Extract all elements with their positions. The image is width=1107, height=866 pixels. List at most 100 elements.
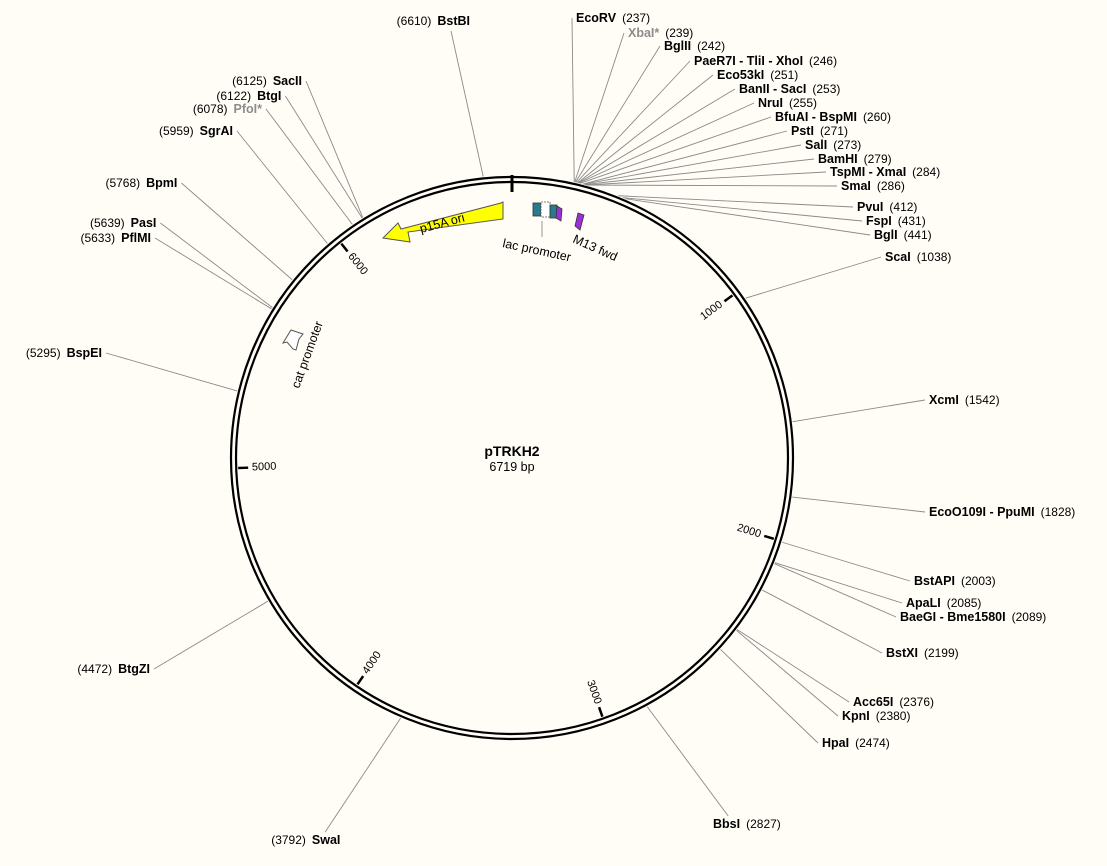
site-position: (5633) <box>80 231 115 245</box>
site-scai[interactable]: ScaI(1038) <box>885 250 951 264</box>
tick-mark-2000 <box>763 534 775 541</box>
site-hpai[interactable]: HpaI(2474) <box>822 736 890 750</box>
leader-ecorv <box>571 17 575 182</box>
site-sacii[interactable]: (6125)SacII <box>232 74 302 88</box>
site-position: (6078) <box>193 102 228 116</box>
leader-bpmi <box>181 182 293 281</box>
site-bbsi[interactable]: BbsI(2827) <box>713 817 781 831</box>
site-name: SacII <box>273 74 302 88</box>
cat-promoter-feature[interactable]: cat promoter <box>281 319 326 390</box>
site-position: (237) <box>622 11 650 25</box>
site-pvui[interactable]: PvuI (412) <box>857 200 917 214</box>
tick-label-1000: 1000 <box>698 299 725 323</box>
site-label-sacii: (6125)SacII <box>232 74 302 88</box>
p15a-ori-feature[interactable]: p15A ori <box>381 201 504 243</box>
m13-fwd-arrow[interactable] <box>574 212 585 231</box>
site-position: (5768) <box>105 176 140 190</box>
site-position: (2089) <box>1012 610 1047 624</box>
site-ecorv[interactable]: EcoRV(237) <box>576 11 650 25</box>
leader-pvui <box>618 195 854 208</box>
site-bpmi[interactable]: (5768)BpmI <box>105 176 177 190</box>
site-bamhi[interactable]: BamHI(279) <box>818 152 892 166</box>
site-pasi[interactable]: (5639)PasI <box>90 216 156 230</box>
site-paer7i-tlii-xhoi[interactable]: PaeR7I - TliI - XhoI(246) <box>694 54 837 68</box>
site-sali[interactable]: SalI(273) <box>805 138 861 152</box>
site-tspmi-xmai[interactable]: TspMI - XmaI(284) <box>830 165 940 179</box>
site-sgrai[interactable]: (5959)SgrAI <box>159 124 233 138</box>
site-label-eco53ki: Eco53kI(251) <box>717 68 798 82</box>
tick-mark-6000 <box>340 242 349 253</box>
site-bglii[interactable]: BglII(242) <box>664 39 725 53</box>
site-swai[interactable]: (3792)SwaI <box>271 833 340 847</box>
p15a-ori-arrow[interactable] <box>381 201 504 243</box>
site-position: (286) <box>877 179 905 193</box>
site-apali[interactable]: ApaLI(2085) <box>906 596 981 610</box>
site-name: Acc65I <box>853 695 893 709</box>
site-position: (2380) <box>876 709 911 723</box>
lac-operator-box <box>532 202 542 217</box>
site-bstxi[interactable]: BstXI(2199) <box>886 646 959 660</box>
site-position: (251) <box>770 68 798 82</box>
site-kpni[interactable]: KpnI(2380) <box>842 709 910 723</box>
site-acc65i[interactable]: Acc65I(2376) <box>853 695 934 709</box>
site-xbai[interactable]: XbaI*(239) <box>628 26 693 40</box>
site-name: BtgI <box>257 89 281 103</box>
leader-ecoo109i-ppumi <box>792 496 926 513</box>
site-position: (412) <box>889 200 917 214</box>
site-baegi-bme1580i[interactable]: BaeGI - Bme1580I(2089) <box>900 610 1046 624</box>
lac-arrow-marker <box>555 205 563 222</box>
site-bstapi[interactable]: BstAPI(2003) <box>914 574 996 588</box>
site-label-kpni: KpnI(2380) <box>842 709 910 723</box>
leader-hpai <box>720 649 819 744</box>
lac-promoter-label: lac promoter <box>501 236 572 264</box>
leader-pfoi <box>265 108 353 225</box>
leader-smai <box>586 184 838 187</box>
site-nrui[interactable]: NruI(255) <box>758 96 817 110</box>
site-position: (4472) <box>77 662 112 676</box>
site-xcmi[interactable]: XcmI(1542) <box>929 393 1000 407</box>
site-name: SalI <box>805 138 827 152</box>
site-btgi[interactable]: (6122)BtgI <box>216 89 281 103</box>
leader-pasi <box>160 222 273 308</box>
tick-label-5000: 5000 <box>252 461 277 474</box>
m13-fwd-feature[interactable]: M13 fwd <box>571 212 620 264</box>
leader-swai <box>324 717 402 833</box>
site-position: (2474) <box>855 736 890 750</box>
site-banii-saci[interactable]: BanII - SacI(253) <box>739 82 840 96</box>
site-eco53ki[interactable]: Eco53kI(251) <box>717 68 798 82</box>
site-label-baegi-bme1580i: BaeGI - Bme1580I(2089) <box>900 610 1046 624</box>
leader-fspi <box>622 197 863 222</box>
site-bstbi[interactable]: (6610)BstBI <box>397 14 470 28</box>
site-smai[interactable]: SmaI(286) <box>841 179 905 193</box>
site-name: BanII - SacI <box>739 82 806 96</box>
site-label-ecorv: EcoRV(237) <box>576 11 650 25</box>
site-pflmi[interactable]: (5633)PflMI <box>80 231 151 245</box>
site-label-pvui: PvuI (412) <box>857 200 917 214</box>
leader-sgrai <box>236 130 328 244</box>
site-fspi[interactable]: FspI(431) <box>866 214 926 228</box>
site-label-bspei: (5295)BspEI <box>26 346 102 360</box>
site-name: PvuI <box>857 200 883 214</box>
site-leader-lines <box>105 17 926 833</box>
site-name: SwaI <box>312 833 341 847</box>
site-position: (255) <box>789 96 817 110</box>
site-btgzi[interactable]: (4472) BtgZI <box>77 662 150 676</box>
site-name: BstXI <box>886 646 918 660</box>
site-bspei[interactable]: (5295)BspEI <box>26 346 102 360</box>
tick-mark-3000 <box>597 706 604 718</box>
site-pfoi[interactable]: (6078)PfoI* <box>193 102 262 116</box>
site-psti[interactable]: PstI(271) <box>791 124 848 138</box>
plasmid-name: pTRKH2 <box>484 443 539 459</box>
cat-promoter-arrow[interactable] <box>281 329 304 351</box>
site-label-psti: PstI(271) <box>791 124 848 138</box>
site-name: PaeR7I - TliI - XhoI <box>694 54 803 68</box>
p15a-ori-label: p15A ori <box>418 211 466 236</box>
site-ecoo109i-ppumi[interactable]: EcoO109I - PpuMI(1828) <box>929 505 1075 519</box>
site-position: (260) <box>863 110 891 124</box>
site-label-bglii: BglII(242) <box>664 39 725 53</box>
site-name: BtgZI <box>118 662 150 676</box>
lac-promoter-feature[interactable]: lac promoter <box>501 201 572 264</box>
site-bgli[interactable]: BglI(441) <box>874 228 932 242</box>
site-bfuai-bspmi[interactable]: BfuAI - BspMI(260) <box>775 110 891 124</box>
